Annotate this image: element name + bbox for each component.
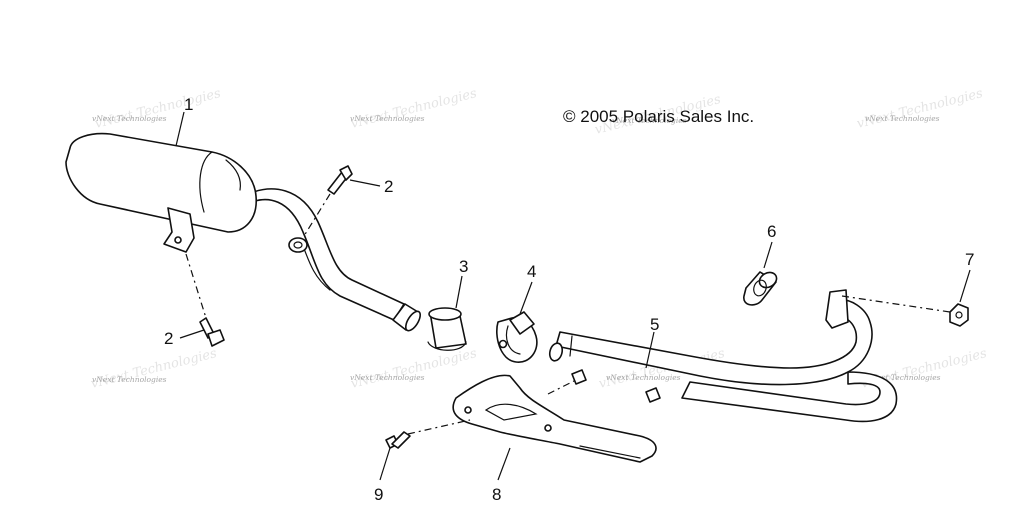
watermark-ghost: vNext Technologies xyxy=(855,86,984,132)
watermark-text: vNext Technologies xyxy=(350,114,425,123)
part-7-nut xyxy=(949,303,969,327)
watermark-text: vNext Technologies xyxy=(866,373,941,382)
callouts: 1 2 2 3 4 5 6 7 8 9 xyxy=(164,95,974,504)
pipe-grommet xyxy=(288,237,308,253)
callout-2-lower: 2 xyxy=(164,329,173,348)
callout-4: 4 xyxy=(527,262,536,281)
watermark-text: vNext Technologies xyxy=(606,373,681,382)
callout-1: 1 xyxy=(184,95,193,114)
callout-9: 9 xyxy=(374,485,383,504)
part-3-sleeve xyxy=(427,307,467,351)
copyright-notice: © 2005 Polaris Sales Inc. xyxy=(563,107,754,126)
watermark-text: vNext Technologies xyxy=(92,114,167,123)
watermark-ghost: vNext Technologies xyxy=(349,346,478,392)
watermark-text: vNext Technologies xyxy=(612,116,687,125)
part-8-heat-shield xyxy=(452,374,657,463)
watermark-text: vNext Technologies xyxy=(92,375,167,384)
callout-7: 7 xyxy=(965,250,974,269)
assembly-lines xyxy=(185,193,951,435)
part-5-head-pipe xyxy=(548,289,898,423)
watermark-text: vNext Technologies xyxy=(350,373,425,382)
part-2-bolt-lower xyxy=(199,317,225,347)
callout-8: 8 xyxy=(492,485,501,504)
part-2-bolt-upper xyxy=(327,165,353,195)
watermark-text: vNext Technologies xyxy=(865,114,940,123)
watermark-ghost: vNext Technologies xyxy=(89,346,218,392)
watermark-ghost: vNext Technologies xyxy=(349,86,478,132)
leader-lines xyxy=(175,111,971,481)
part-4-clamp xyxy=(496,311,538,363)
watermark-ghost: vNext Technologies xyxy=(93,86,222,132)
callout-5: 5 xyxy=(650,315,659,334)
part-6-gasket xyxy=(743,271,778,306)
callout-6: 6 xyxy=(767,222,776,241)
part-1-muffler xyxy=(65,132,422,332)
callout-2-upper: 2 xyxy=(384,177,393,196)
part-9-bolt xyxy=(385,431,411,449)
callout-3: 3 xyxy=(459,257,468,276)
